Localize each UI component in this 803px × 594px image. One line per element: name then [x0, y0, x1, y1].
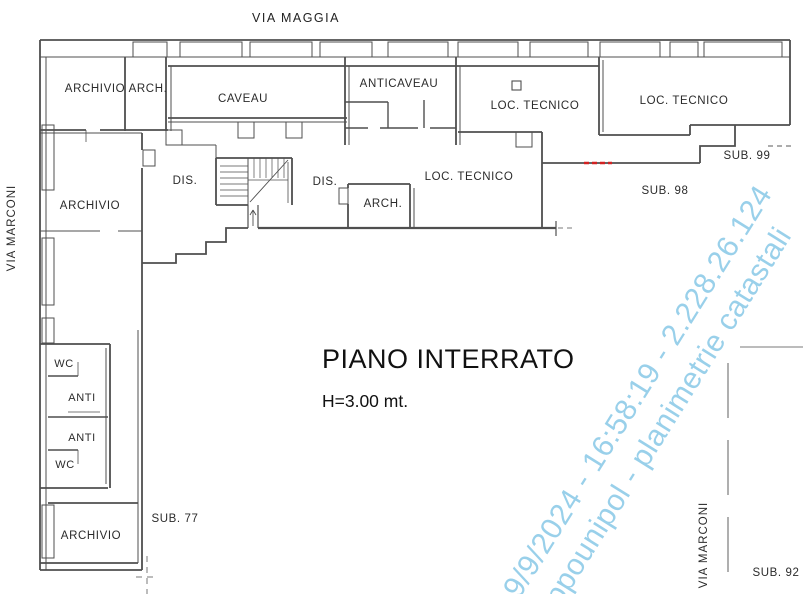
room-label-wc-upper: WC	[54, 358, 74, 370]
room-label-archivio-bottom: ARCHIVIO	[60, 530, 122, 542]
room-label-archivio-left: ARCHIVIO	[59, 200, 121, 212]
window-wells-left	[41, 124, 55, 559]
room-label-anticaveau: ANTICAVEAU	[359, 78, 439, 90]
street-label-via-marconi-right: VIA MARCONI	[698, 501, 710, 589]
room-label-arch-mid: ARCH.	[363, 198, 403, 210]
door-leaves	[68, 130, 100, 464]
outer-walls	[39, 39, 791, 571]
room-label-anti-upper: ANTI	[68, 392, 96, 404]
room-label-caveau: CAVEAU	[217, 93, 269, 105]
room-label-wc-lower: WC	[55, 459, 75, 471]
staircase	[215, 157, 293, 228]
sub-label-99: SUB. 99	[723, 150, 771, 162]
street-label-via-maggia: VIA MAGGIA	[252, 11, 340, 25]
street-label-via-marconi-left: VIA MARCONI	[6, 184, 18, 272]
stair-direction-arrow	[249, 209, 257, 226]
room-label-arch-top: ARCH.	[128, 83, 168, 95]
window-wells-top	[132, 41, 783, 58]
page-title: PIANO INTERRATO	[322, 344, 575, 374]
floor-height-note: H=3.00 mt.	[322, 391, 409, 411]
partition-walls	[48, 100, 456, 451]
column-symbol	[511, 80, 522, 91]
room-label-loc-tecnico-mid: LOC. TECNICO	[424, 171, 514, 183]
room-label-dis-right: DIS.	[312, 176, 338, 188]
sub-label-77: SUB. 77	[151, 513, 199, 525]
door-recesses	[142, 121, 533, 205]
sub-label-98: SUB. 98	[641, 185, 689, 197]
room-label-archivio-top: ARCHIVIO	[64, 83, 126, 95]
room-label-loc-tecnico-right: LOC. TECNICO	[639, 95, 729, 107]
sub-label-92: SUB. 92	[752, 567, 800, 579]
room-label-loc-tecnico-upper: LOC. TECNICO	[490, 100, 580, 112]
room-label-dis-left: DIS.	[172, 175, 198, 187]
property-boundary-dashed	[136, 145, 803, 594]
room-label-anti-lower: ANTI	[68, 432, 96, 444]
